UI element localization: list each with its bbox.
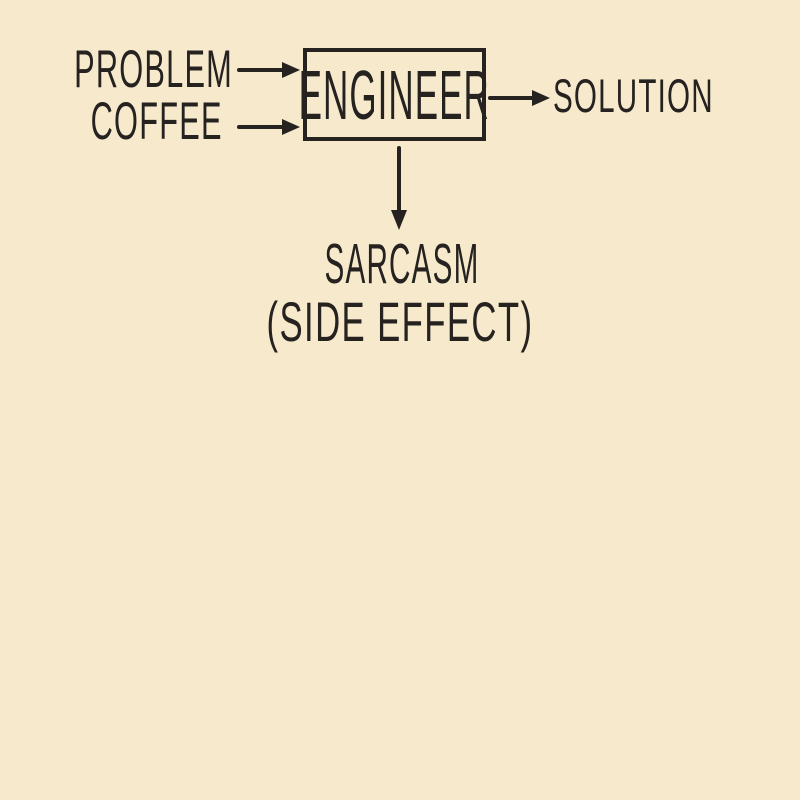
process-label: ENGINEER — [298, 55, 491, 134]
side-effect-label: SARCASM — [324, 232, 480, 296]
down-arrow-icon — [391, 146, 407, 230]
right-arrow-icon — [237, 119, 300, 135]
right-arrow-icon — [488, 90, 550, 106]
input-label-problem: PROBLEM — [74, 40, 233, 99]
output-label-solution: SOLUTION — [553, 69, 714, 122]
side-effect-sublabel: (SIDE EFFECT) — [266, 290, 534, 353]
right-arrow-icon — [237, 62, 300, 78]
input-label-coffee: COFFEE — [90, 92, 223, 151]
process-box: ENGINEER — [299, 48, 489, 141]
